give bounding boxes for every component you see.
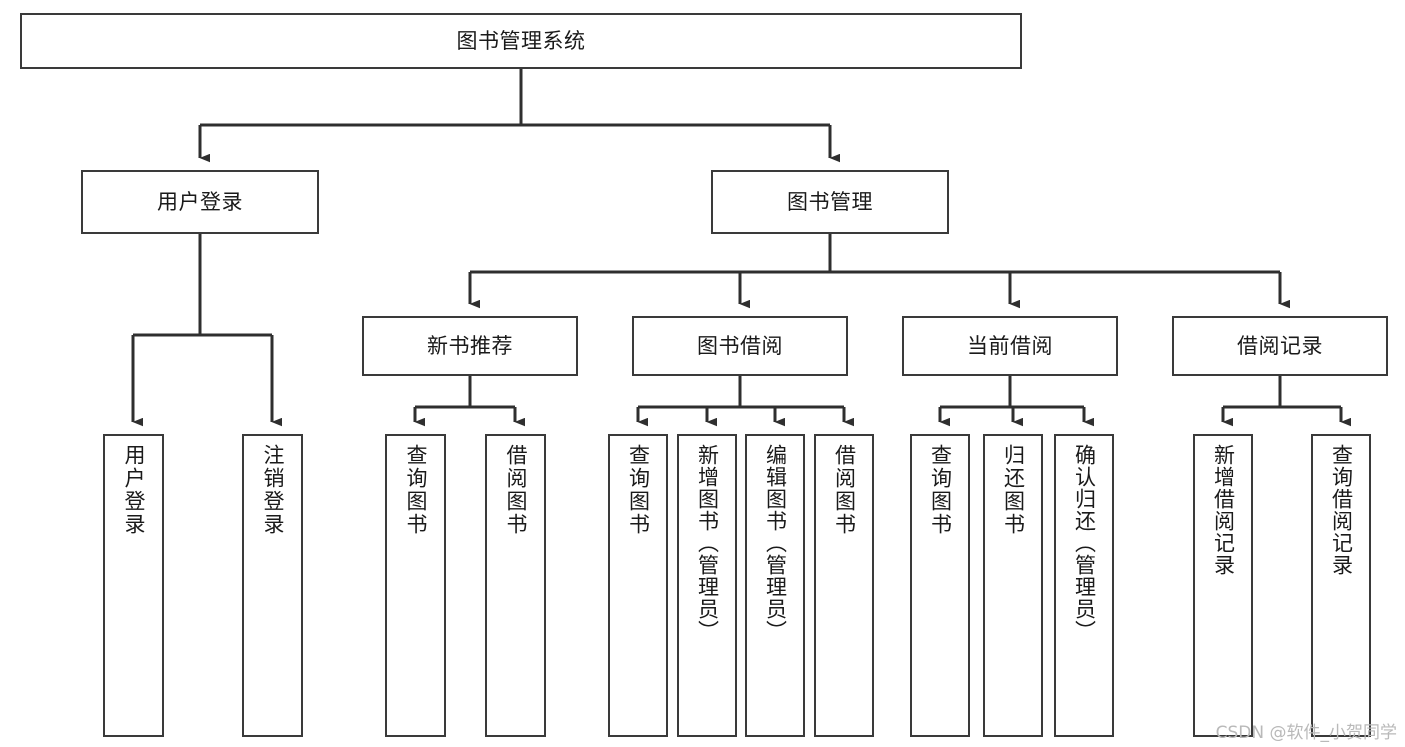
node-leaf-query-book-borrow[interactable]: 查询图书: [608, 434, 668, 737]
node-leaf-user-login-label: 用户登录: [122, 444, 147, 536]
node-borrow-record[interactable]: 借阅记录: [1172, 316, 1388, 376]
node-leaf-query-borrow-record-label: 查询借阅记录: [1329, 444, 1354, 576]
node-leaf-add-book-admin[interactable]: 新增图书（管理员）: [677, 434, 737, 737]
node-leaf-add-book-admin-label: 新增图书（管理员）: [695, 444, 720, 642]
node-leaf-borrow-book[interactable]: 借阅图书: [814, 434, 874, 737]
node-book-borrow[interactable]: 图书借阅: [632, 316, 848, 376]
node-user-login[interactable]: 用户登录: [81, 170, 319, 234]
node-leaf-logout[interactable]: 注销登录: [242, 434, 303, 737]
node-new-book-recommend-label: 新书推荐: [427, 333, 513, 358]
node-leaf-borrow-book-recommend-label: 借阅图书: [504, 444, 529, 536]
node-leaf-add-borrow-record[interactable]: 新增借阅记录: [1193, 434, 1253, 737]
node-leaf-query-book-current[interactable]: 查询图书: [910, 434, 970, 737]
node-leaf-borrow-book-recommend[interactable]: 借阅图书: [485, 434, 546, 737]
node-leaf-query-book-current-label: 查询图书: [928, 444, 953, 536]
node-root-system[interactable]: 图书管理系统: [20, 13, 1022, 69]
node-leaf-logout-label: 注销登录: [261, 444, 286, 536]
node-leaf-edit-book-admin-label: 编辑图书（管理员）: [763, 444, 788, 642]
node-book-management-label: 图书管理: [787, 189, 873, 214]
node-leaf-query-book-recommend-label: 查询图书: [404, 444, 429, 536]
node-leaf-query-book-recommend[interactable]: 查询图书: [385, 434, 446, 737]
node-leaf-confirm-return-admin[interactable]: 确认归还（管理员）: [1054, 434, 1114, 737]
node-leaf-borrow-book-label: 借阅图书: [832, 444, 857, 536]
node-book-borrow-label: 图书借阅: [697, 333, 783, 358]
node-current-borrow-label: 当前借阅: [967, 333, 1053, 358]
node-root-system-label: 图书管理系统: [456, 28, 586, 53]
node-leaf-add-borrow-record-label: 新增借阅记录: [1211, 444, 1236, 576]
node-current-borrow[interactable]: 当前借阅: [902, 316, 1118, 376]
node-leaf-return-book[interactable]: 归还图书: [983, 434, 1043, 737]
csdn-watermark: CSDN @软件_小贺同学: [1215, 723, 1397, 743]
node-leaf-confirm-return-admin-label: 确认归还（管理员）: [1072, 444, 1097, 642]
node-leaf-return-book-label: 归还图书: [1001, 444, 1026, 536]
node-borrow-record-label: 借阅记录: [1237, 333, 1323, 358]
node-leaf-query-book-borrow-label: 查询图书: [626, 444, 651, 536]
node-book-management[interactable]: 图书管理: [711, 170, 949, 234]
node-user-login-label: 用户登录: [157, 189, 243, 214]
node-new-book-recommend[interactable]: 新书推荐: [362, 316, 578, 376]
node-leaf-user-login[interactable]: 用户登录: [103, 434, 164, 737]
node-leaf-edit-book-admin[interactable]: 编辑图书（管理员）: [745, 434, 805, 737]
node-leaf-query-borrow-record[interactable]: 查询借阅记录: [1311, 434, 1371, 737]
